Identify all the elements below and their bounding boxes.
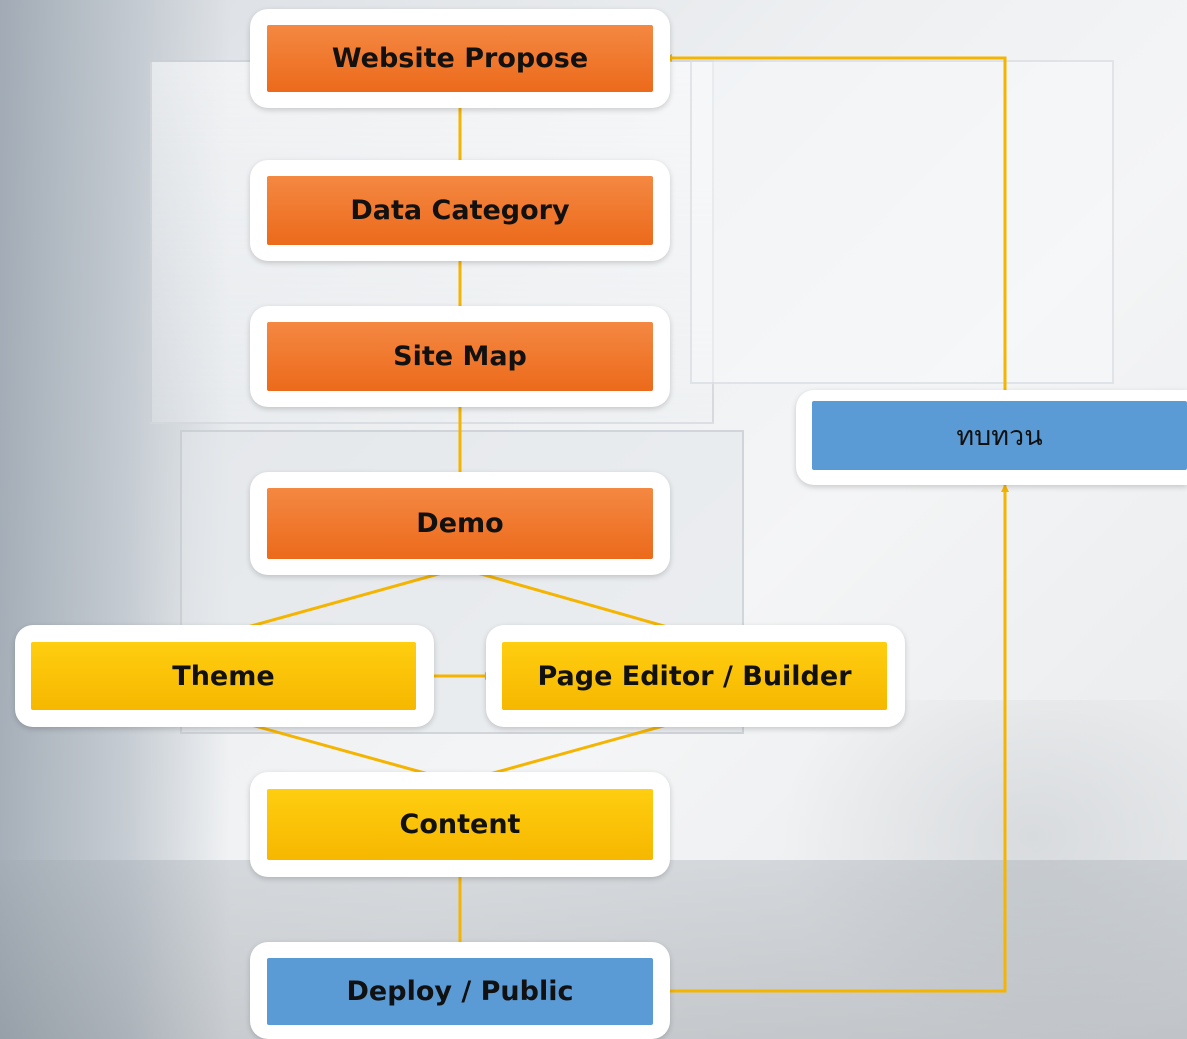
- background-person: [780, 700, 1187, 1039]
- site-map-node: Site Map: [250, 306, 670, 407]
- content-node: Content: [250, 772, 670, 877]
- website-propose-label: Website Propose: [267, 25, 653, 92]
- deploy-node: Deploy / Public: [250, 942, 670, 1039]
- arrow-theme-to-content: [225, 716, 451, 782]
- arrow-page-editor-to-content: [467, 716, 693, 782]
- page-editor-node: Page Editor / Builder: [486, 625, 905, 727]
- demo-label: Demo: [267, 488, 653, 559]
- arrow-demo-to-page-editor: [459, 566, 693, 636]
- arrow-demo-to-theme: [225, 566, 461, 635]
- demo-node: Demo: [250, 472, 670, 575]
- background-monitor: [690, 60, 1114, 384]
- page-editor-label: Page Editor / Builder: [502, 642, 887, 710]
- data-category-label: Data Category: [267, 176, 653, 245]
- site-map-label: Site Map: [267, 322, 653, 391]
- arrow-review-to-propose: [664, 54, 1007, 398]
- review-node: ทบทวน: [796, 390, 1187, 485]
- theme-label: Theme: [31, 642, 416, 710]
- review-label: ทบทวน: [812, 401, 1187, 470]
- deploy-label: Deploy / Public: [267, 958, 653, 1025]
- data-category-node: Data Category: [250, 160, 670, 261]
- website-propose-node: Website Propose: [250, 9, 670, 108]
- theme-node: Theme: [15, 625, 434, 727]
- arrow-deploy-to-review: [662, 484, 1009, 993]
- content-label: Content: [267, 789, 653, 860]
